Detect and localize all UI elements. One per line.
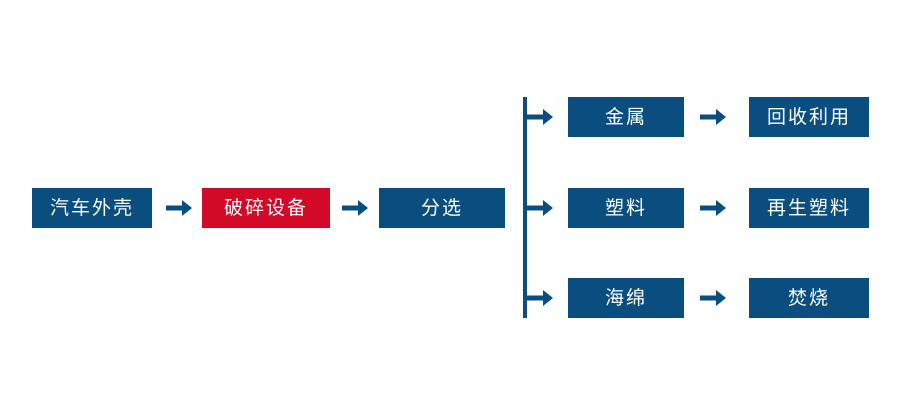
arrow-right-icon-metal-to-recycle (700, 106, 726, 128)
node-label: 再生塑料 (766, 196, 851, 219)
node-label: 回收利用 (766, 105, 851, 128)
node-outcome-incineration[interactable]: 焚烧 (749, 278, 869, 318)
node-material-sponge[interactable]: 海绵 (568, 278, 684, 318)
node-label: 焚烧 (787, 286, 830, 309)
node-label: 金属 (604, 105, 647, 128)
node-label: 塑料 (604, 196, 647, 219)
node-label: 分选 (420, 196, 463, 219)
node-sorting[interactable]: 分选 (379, 188, 505, 228)
node-label: 海绵 (604, 286, 647, 309)
arrow-right-icon-shell-to-crusher (166, 197, 192, 219)
arrow-right-icon-sponge-to-incinerate (700, 287, 726, 309)
node-crushing-equipment[interactable]: 破碎设备 (202, 188, 330, 228)
branch-arrow-right-icon-plastic (525, 197, 553, 219)
arrow-right-icon-crusher-to-sorting (342, 197, 368, 219)
node-material-metal[interactable]: 金属 (568, 97, 684, 137)
node-label: 汽车外壳 (49, 196, 134, 219)
branch-arrow-right-icon-sponge (525, 287, 553, 309)
node-outcome-regenerated-plastic[interactable]: 再生塑料 (749, 188, 869, 228)
arrow-right-icon-plastic-to-regen (700, 197, 726, 219)
node-material-plastic[interactable]: 塑料 (568, 188, 684, 228)
node-car-shell[interactable]: 汽车外壳 (32, 188, 152, 228)
node-label: 破碎设备 (223, 196, 308, 219)
node-outcome-recycling[interactable]: 回收利用 (749, 97, 869, 137)
branch-arrow-right-icon-metal (525, 106, 553, 128)
